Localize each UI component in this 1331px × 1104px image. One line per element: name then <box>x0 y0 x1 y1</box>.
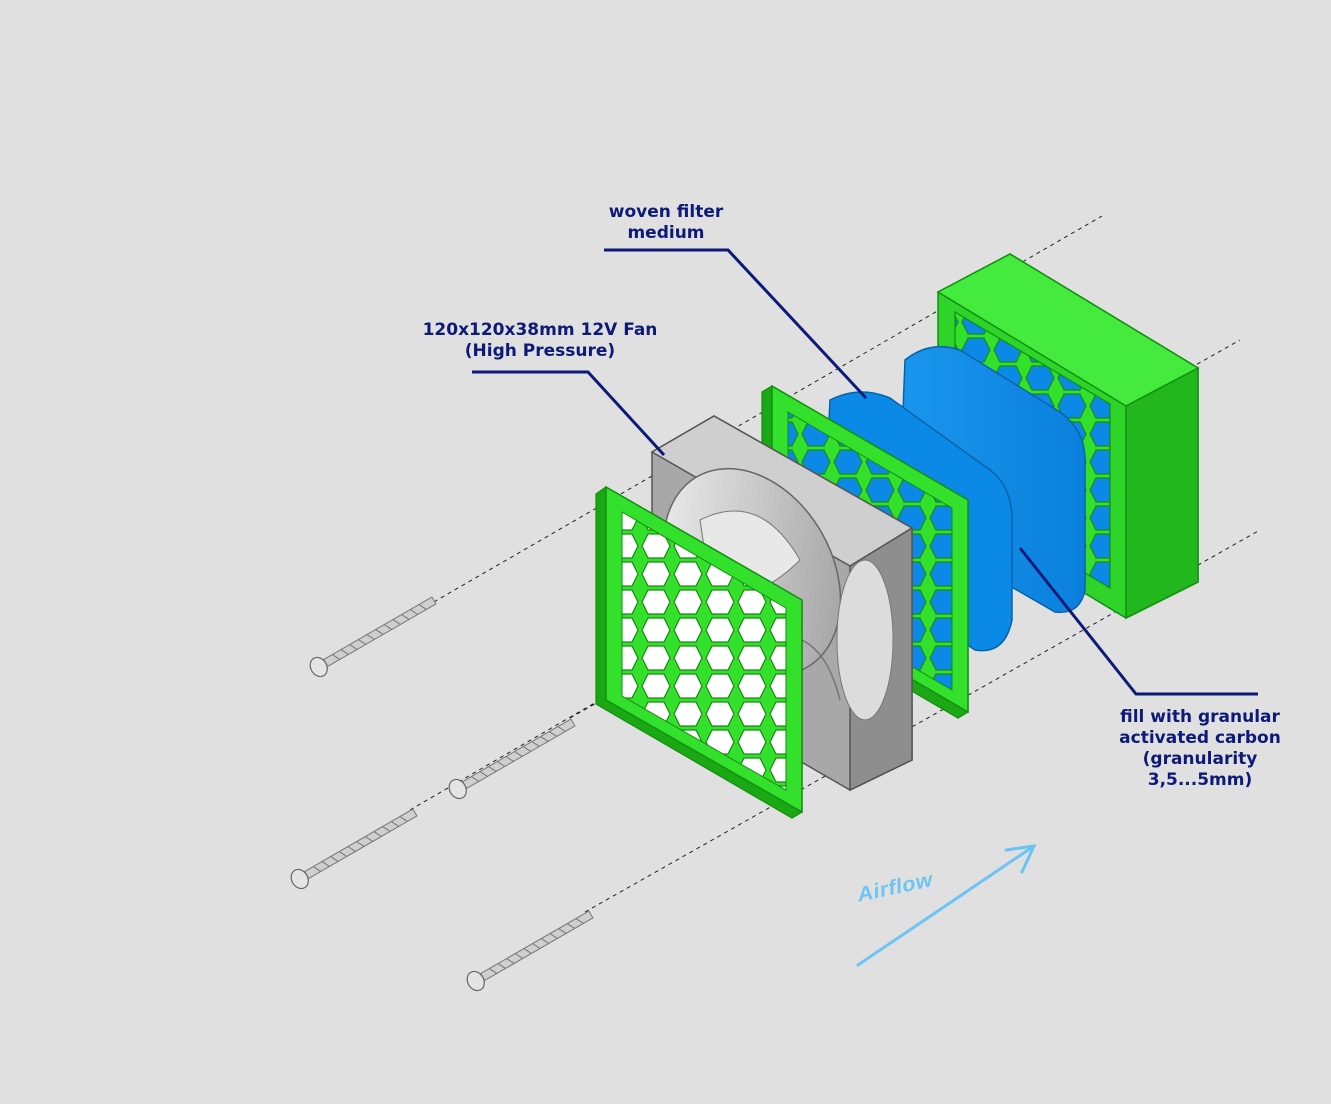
leader-woven-filter <box>604 248 868 400</box>
screw <box>466 910 594 992</box>
screw <box>448 718 576 800</box>
leader-carbon <box>1018 547 1258 696</box>
leader-lines <box>472 248 1258 696</box>
carbon-label: fill with granular activated carbon (gra… <box>1119 707 1281 790</box>
leader-fan <box>472 370 666 457</box>
front-grille <box>595 485 803 819</box>
woven-filter-label: woven filter medium <box>608 202 724 243</box>
fan-label: 120x120x38mm 12V Fan (High Pressure) <box>422 320 658 361</box>
screw <box>309 596 437 678</box>
airflow-arrow-icon <box>856 844 1037 967</box>
screw <box>290 808 418 890</box>
